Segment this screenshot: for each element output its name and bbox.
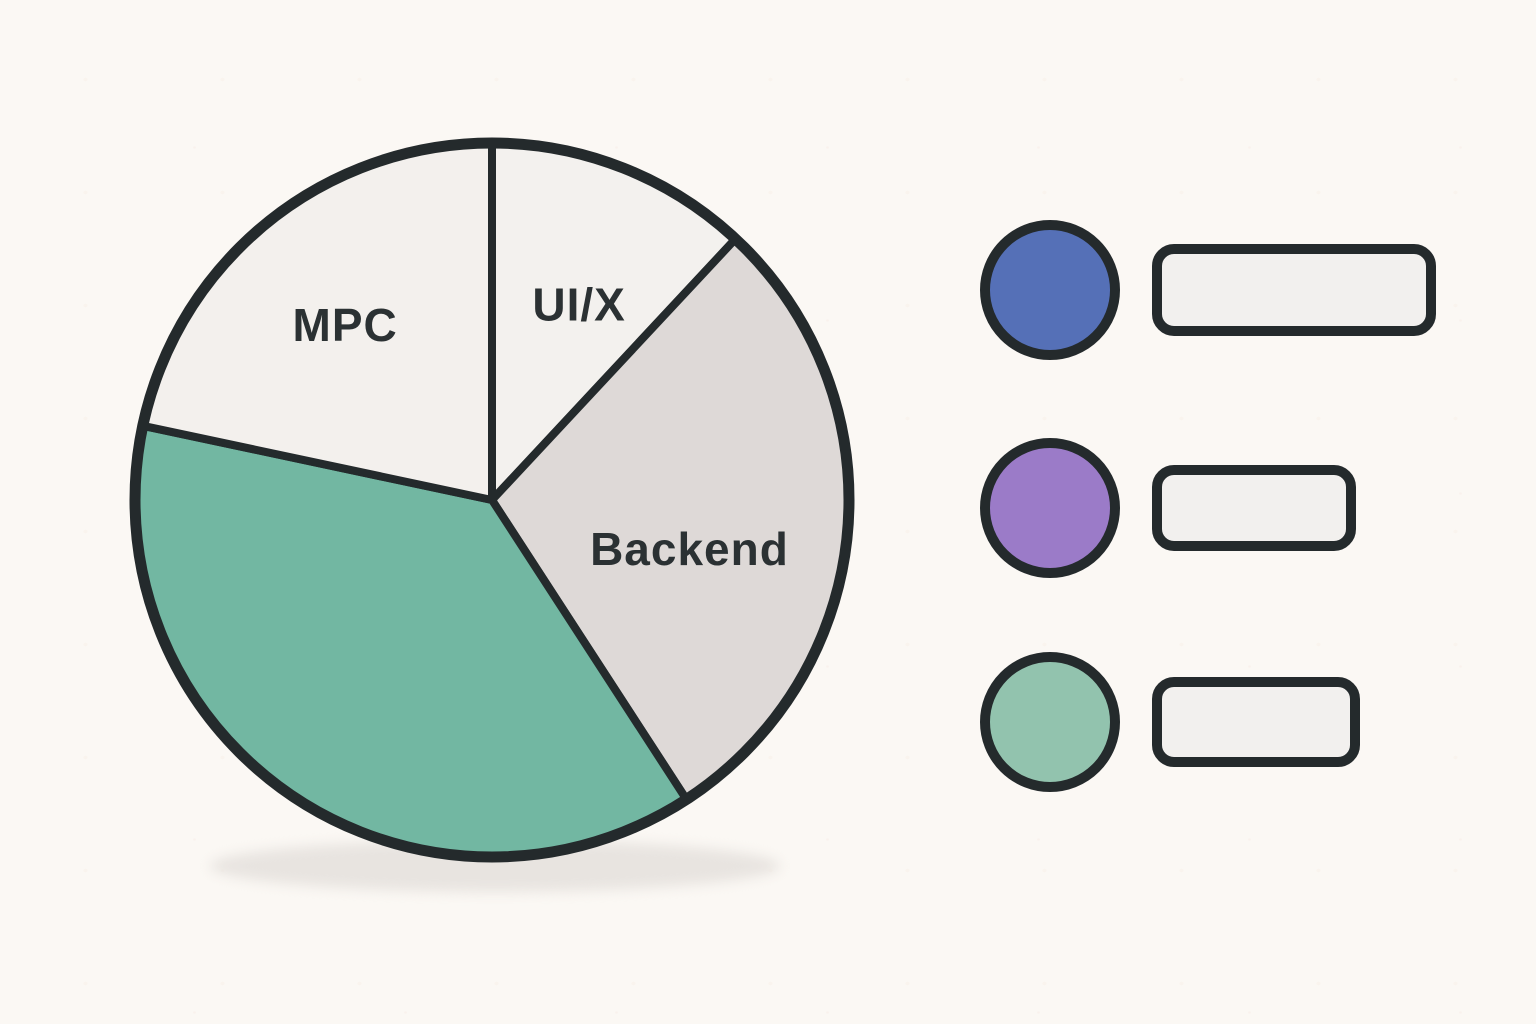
- legend-swatch-circle: [980, 652, 1120, 792]
- pie-slice-label-mpc: MPC: [293, 299, 398, 351]
- legend-label-box: [1152, 465, 1356, 551]
- pie-slice-label-backend: Backend: [590, 523, 789, 575]
- legend-label-box: [1152, 244, 1436, 336]
- legend-swatch-circle: [980, 220, 1120, 360]
- legend-row: [980, 652, 1360, 792]
- legend-swatch-circle: [980, 438, 1120, 578]
- pie-slice-label-ui-x: UI/X: [532, 278, 625, 330]
- legend-row: [980, 220, 1436, 360]
- pie-chart: UI/X Backend MPC: [129, 137, 855, 863]
- legend-label-box: [1152, 677, 1360, 767]
- legend-row: [980, 438, 1356, 578]
- pie-outline: [129, 137, 855, 863]
